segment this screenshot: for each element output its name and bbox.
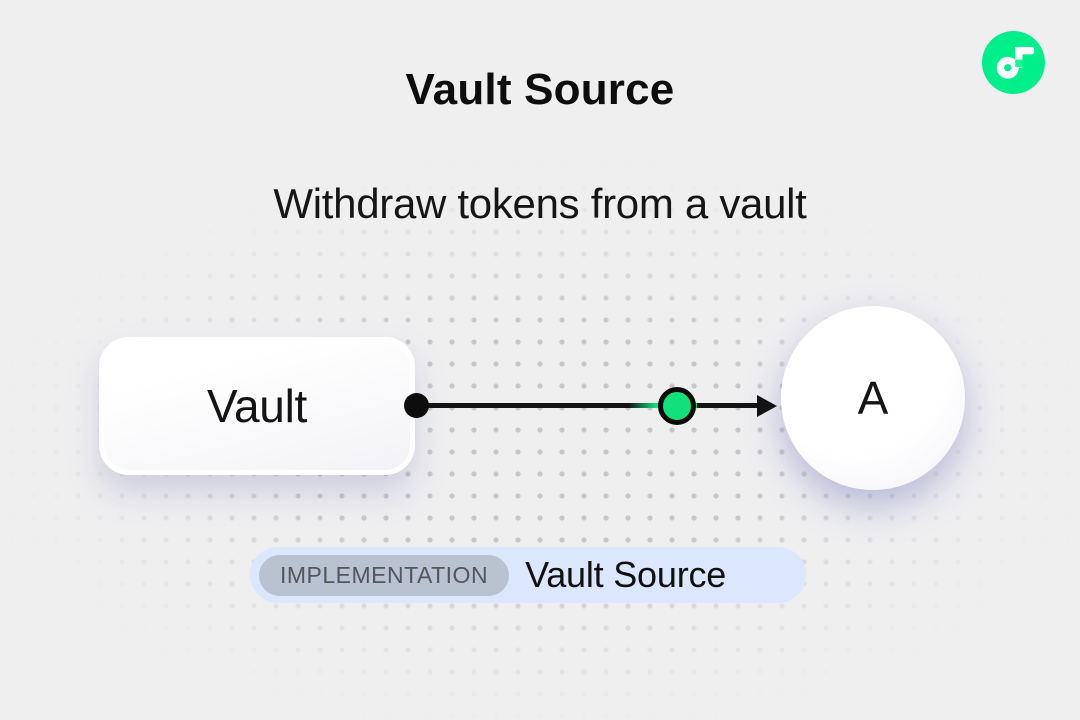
flow-logo-icon xyxy=(982,31,1045,94)
implementation-tag: IMPLEMENTATION xyxy=(259,554,510,596)
vault-node-label: Vault xyxy=(207,380,307,432)
page-subtitle: Withdraw tokens from a vault xyxy=(273,180,807,227)
arrowhead-icon xyxy=(757,395,777,417)
page-title: Vault Source xyxy=(405,65,675,114)
target-account-node: A xyxy=(781,306,965,490)
implementation-label: Vault Source xyxy=(525,554,727,595)
token-dot-icon xyxy=(658,387,696,425)
vault-source-node: Vault xyxy=(99,337,415,475)
edge-start-dot xyxy=(404,393,429,418)
target-node-label: A xyxy=(857,372,889,424)
implementation-badge: IMPLEMENTATION Vault Source xyxy=(250,547,806,603)
edge-line xyxy=(417,403,758,408)
